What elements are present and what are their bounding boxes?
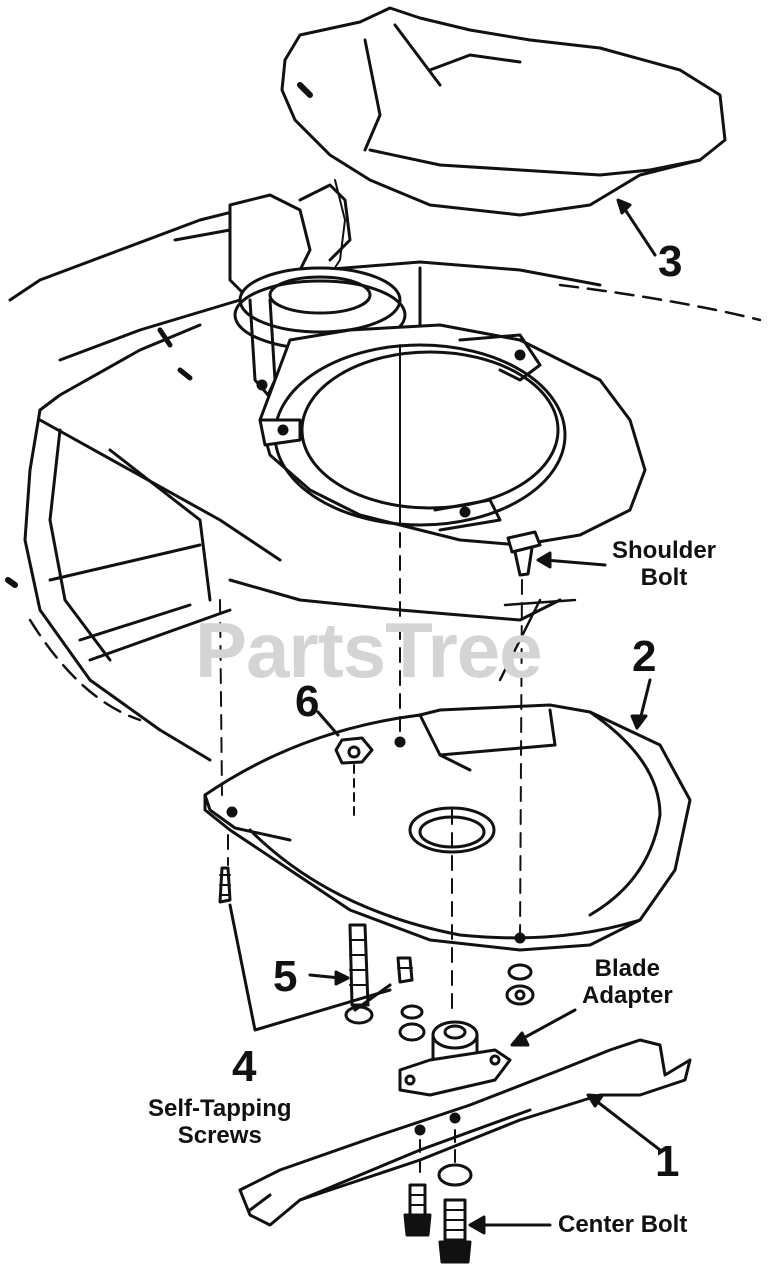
shoulder-bolt xyxy=(506,530,542,577)
center-bolt xyxy=(437,1163,473,1264)
blade-adapter-arrowhead xyxy=(510,1031,530,1047)
self-tapping-screws-label-line-1: Self-Tapping xyxy=(148,1095,292,1122)
leader-dash xyxy=(498,598,542,682)
self-tapping-screws xyxy=(218,866,414,984)
blade-adapter xyxy=(398,1020,512,1097)
shoulder-bolt-label-line-2: Bolt xyxy=(640,564,688,591)
shoulder-bolt-arrowhead xyxy=(536,551,552,569)
part-6-callout: 6 xyxy=(295,677,320,726)
blade-housing-baffle xyxy=(203,703,692,952)
blade-adapter-leader xyxy=(518,1008,577,1042)
blade-adapter-label: Blade Adapter xyxy=(582,955,673,1009)
part-3-callout: 3 xyxy=(658,237,683,286)
part-4-leader xyxy=(228,903,392,1032)
self-tapping-screws-label: Self-Tapping Screws xyxy=(148,1095,292,1149)
part-6-leader xyxy=(316,710,340,737)
part-3-arrowhead xyxy=(616,198,632,215)
leader-dash-2 xyxy=(503,598,577,607)
part-1-leader xyxy=(593,1098,662,1152)
part-1-arrowhead xyxy=(586,1093,604,1108)
watermark: PartsTree xyxy=(195,606,543,694)
part-2-leader xyxy=(638,678,652,722)
deck-edge-dashed-left xyxy=(28,618,142,722)
discharge-chute xyxy=(280,6,727,217)
self-tapping-screws-label-line-2: Screws xyxy=(177,1122,262,1149)
upper-baffle-ring xyxy=(258,323,647,547)
part-1-callout: 1 xyxy=(655,1137,680,1186)
part-2-callout: 2 xyxy=(632,632,657,681)
blade-adapter-label-line-2: Adapter xyxy=(582,982,673,1009)
blade-adapter-label-line-1: Blade xyxy=(594,955,661,982)
shoulder-bolt-label-line-1: Shoulder xyxy=(612,537,717,564)
nut xyxy=(334,736,374,821)
lower-screw xyxy=(403,1183,432,1237)
screw xyxy=(344,923,374,1025)
part-3-leader xyxy=(620,203,657,257)
lower-assembly-lines xyxy=(419,1129,456,1181)
part-5-arrowhead xyxy=(334,970,350,986)
assembly-lines xyxy=(219,509,523,1011)
center-bolt-label: Center Bolt xyxy=(558,1211,688,1238)
center-bolt-arrowhead xyxy=(468,1215,486,1235)
part-4-callout: 4 xyxy=(232,1042,257,1091)
mower-deck xyxy=(5,198,602,762)
part-2-arrowhead xyxy=(630,714,648,730)
deck-edge-dashed xyxy=(558,283,762,322)
washers xyxy=(398,963,535,1042)
shoulder-bolt-leader xyxy=(543,558,607,567)
shoulder-bolt-label: Shoulder Bolt xyxy=(612,537,716,591)
part-5-callout: 5 xyxy=(273,952,298,1001)
screw-leader xyxy=(353,983,392,1012)
